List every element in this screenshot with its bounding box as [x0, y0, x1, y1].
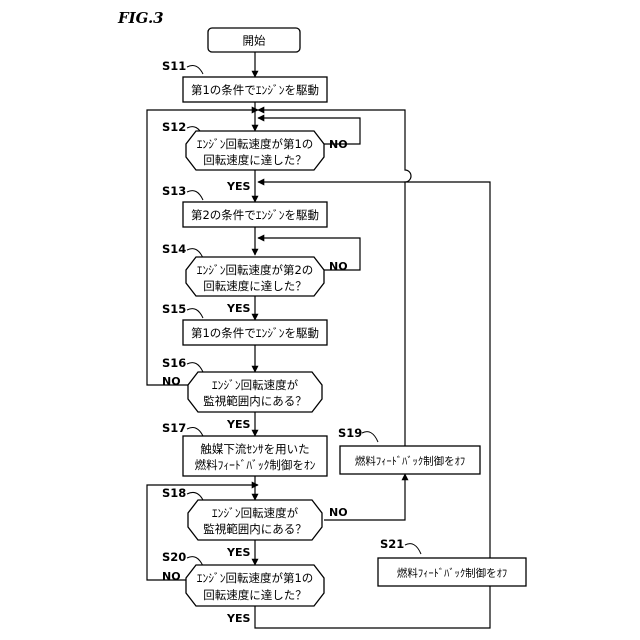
s18-yes-label: YES — [226, 546, 250, 559]
step-label-s20: S20 — [162, 550, 186, 564]
s13-text: 第2の条件でｴﾝｼﾞﾝを駆動 — [191, 208, 319, 222]
step-s17-process: 触媒下流ｾﾝｻを用いた 燃料ﾌｨｰﾄﾞﾊﾞｯｸ制御をｵﾝ — [183, 436, 327, 476]
s16-text-line1: ｴﾝｼﾞﾝ回転速度が — [212, 378, 299, 392]
step-label-s21: S21 — [380, 537, 404, 551]
s20-yes-label: YES — [226, 612, 250, 625]
step-label-s16: S16 — [162, 356, 186, 370]
start-label: 開始 — [243, 34, 266, 48]
s17-text-line1: 触媒下流ｾﾝｻを用いた — [200, 442, 309, 456]
s21-text: 燃料ﾌｨｰﾄﾞﾊﾞｯｸ制御をｵﾌ — [397, 567, 507, 580]
step-label-s17: S17 — [162, 421, 186, 435]
s14-yes-label: YES — [226, 302, 250, 315]
step-s20-decision: ｴﾝｼﾞﾝ回転速度が第1の 回転速度に達した？ — [186, 565, 324, 606]
step-label-s18: S18 — [162, 486, 186, 500]
step-s19-process: 燃料ﾌｨｰﾄﾞﾊﾞｯｸ制御をｵﾌ — [340, 446, 480, 474]
s12-yes-label: YES — [226, 180, 250, 193]
step-s12-decision: ｴﾝｼﾞﾝ回転速度が第1の 回転速度に達した？ — [186, 131, 324, 170]
s11-text: 第1の条件でｴﾝｼﾞﾝを駆動 — [191, 83, 319, 97]
s15-text: 第1の条件でｴﾝｼﾞﾝを駆動 — [191, 326, 319, 340]
s16-yes-label: YES — [226, 418, 250, 431]
s12-text-line1: ｴﾝｼﾞﾝ回転速度が第1の — [197, 137, 314, 151]
s19-text: 燃料ﾌｨｰﾄﾞﾊﾞｯｸ制御をｵﾌ — [355, 455, 465, 468]
s12-no-label: NO — [329, 138, 348, 151]
step-s21-process: 燃料ﾌｨｰﾄﾞﾊﾞｯｸ制御をｵﾌ — [378, 558, 526, 586]
s16-no-label: NO — [162, 375, 181, 388]
step-s15-process: 第1の条件でｴﾝｼﾞﾝを駆動 — [183, 320, 327, 345]
step-label-s19: S19 — [338, 426, 362, 440]
step-label-s15: S15 — [162, 302, 186, 316]
s14-no-label: NO — [329, 260, 348, 273]
figure-label: FIG.3 — [117, 9, 164, 27]
step-s11-process: 第1の条件でｴﾝｼﾞﾝを駆動 — [183, 77, 327, 102]
s16-text-line2: 監視範囲内にある？ — [203, 394, 307, 408]
s14-text-line2: 回転速度に達した？ — [203, 279, 307, 293]
s12-text-line2: 回転速度に達した？ — [203, 153, 307, 167]
s20-no-label: NO — [162, 570, 181, 583]
s18-text-line2: 監視範囲内にある？ — [203, 522, 307, 536]
step-label-s14: S14 — [162, 242, 186, 256]
step-label-s12: S12 — [162, 120, 186, 134]
step-label-s13: S13 — [162, 184, 186, 198]
step-s16-decision: ｴﾝｼﾞﾝ回転速度が 監視範囲内にある？ — [188, 372, 322, 412]
step-s13-process: 第2の条件でｴﾝｼﾞﾝを駆動 — [183, 202, 327, 227]
s14-text-line1: ｴﾝｼﾞﾝ回転速度が第2の — [197, 263, 314, 277]
s20-text-line2: 回転速度に達した？ — [203, 588, 307, 602]
s18-text-line1: ｴﾝｼﾞﾝ回転速度が — [212, 506, 299, 520]
step-s14-decision: ｴﾝｼﾞﾝ回転速度が第2の 回転速度に達した？ — [186, 257, 324, 296]
step-label-s11: S11 — [162, 59, 186, 73]
start-terminal: 開始 — [208, 28, 300, 52]
s17-text-line2: 燃料ﾌｨｰﾄﾞﾊﾞｯｸ制御をｵﾝ — [195, 458, 316, 472]
s20-text-line1: ｴﾝｼﾞﾝ回転速度が第1の — [197, 571, 314, 585]
s18-no-label: NO — [329, 506, 348, 519]
step-s18-decision: ｴﾝｼﾞﾝ回転速度が 監視範囲内にある？ — [188, 500, 322, 540]
